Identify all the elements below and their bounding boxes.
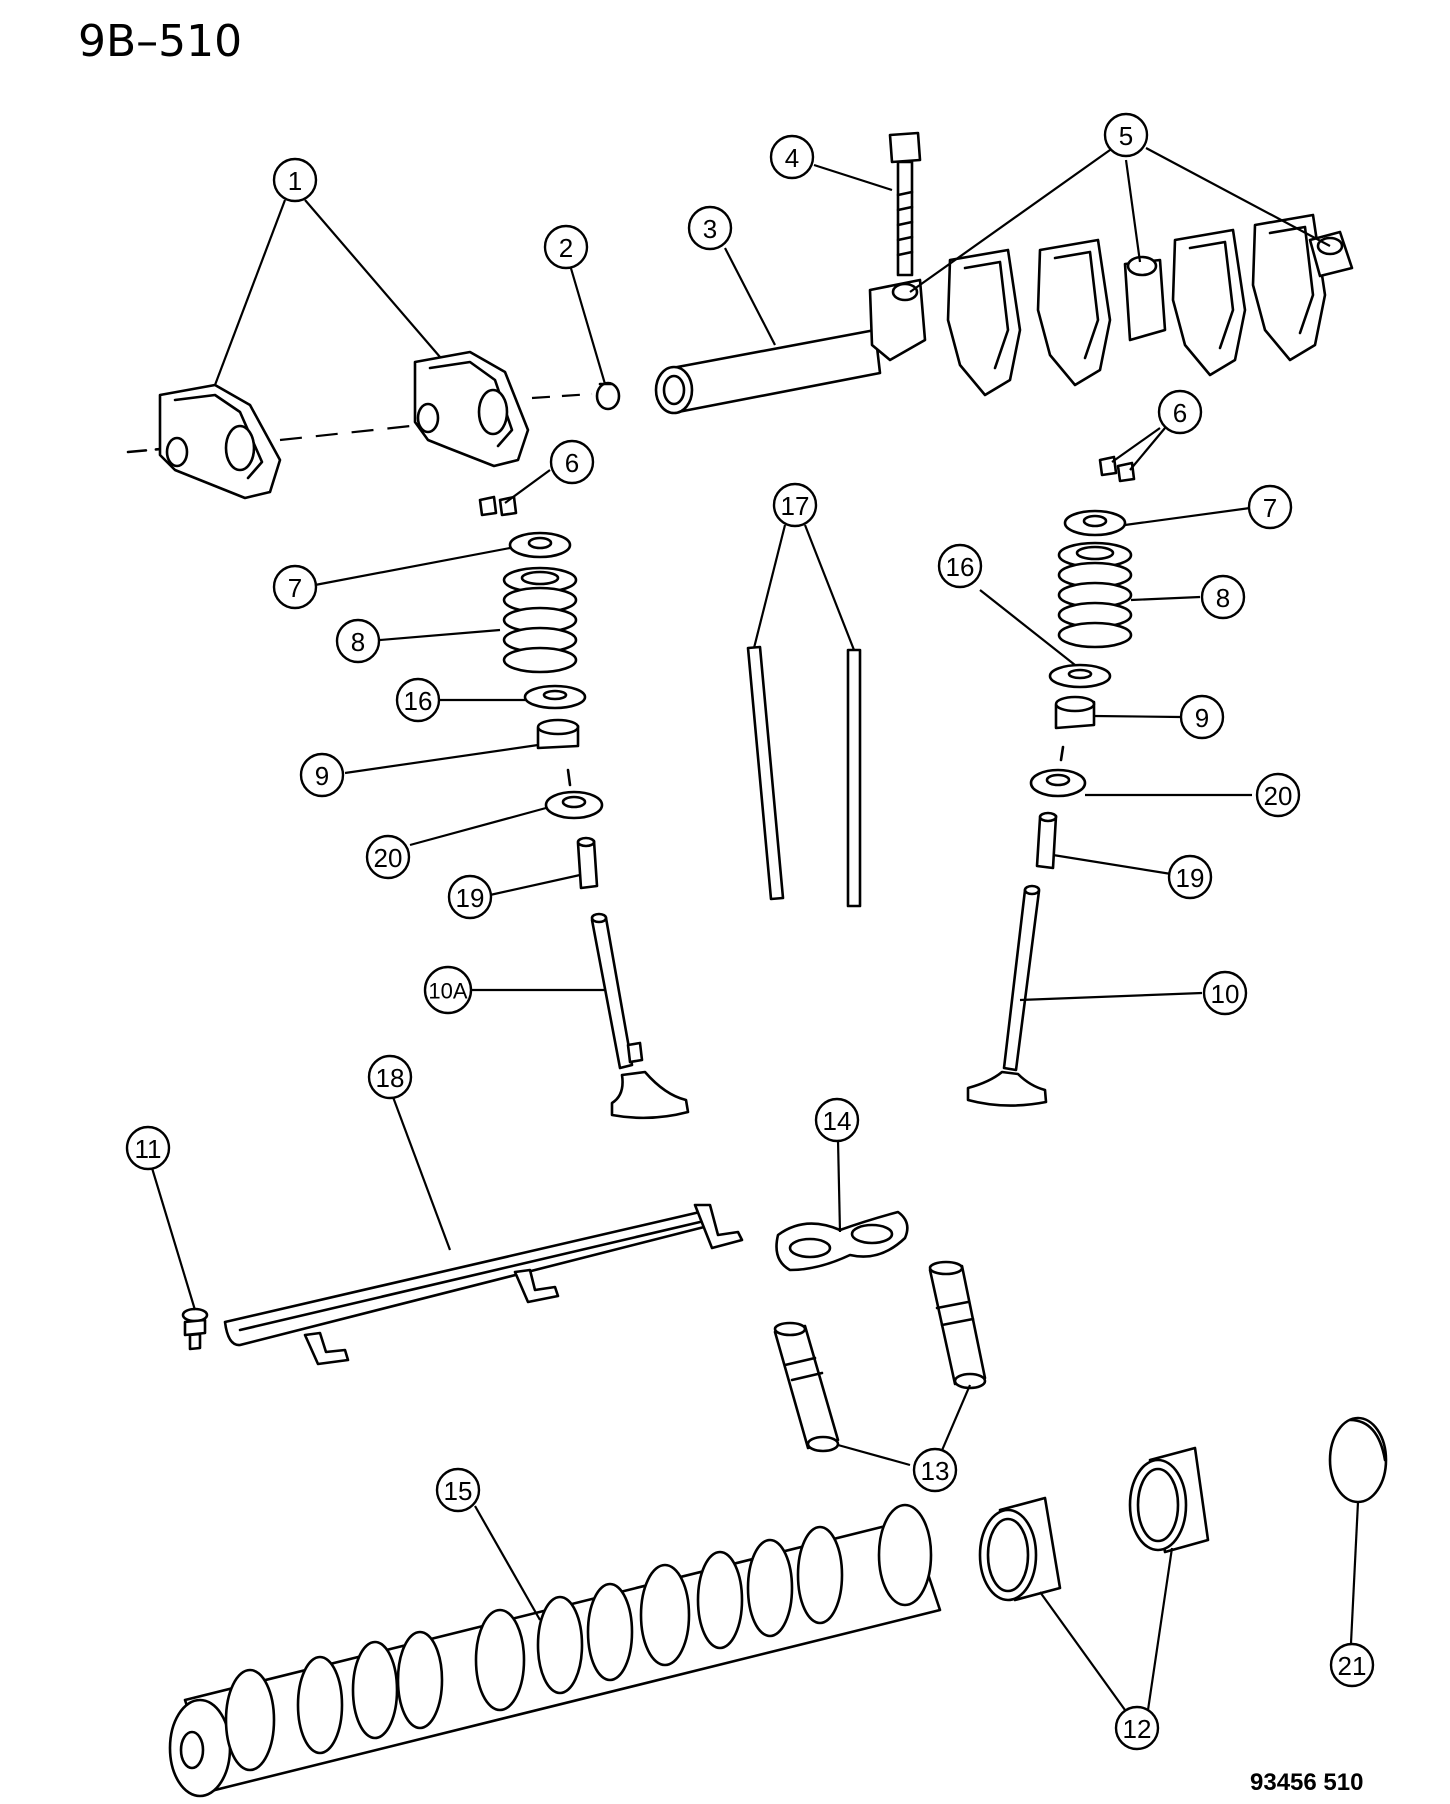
callout-7-left: 7 [272, 564, 318, 610]
part-yoke-link [775, 1210, 909, 1272]
svg-text:20: 20 [374, 843, 403, 873]
callout-15: 15 [435, 1467, 481, 1513]
part-rocker-arm-left [126, 383, 282, 500]
part-push-rods [746, 645, 862, 908]
callout-4: 4 [769, 134, 815, 180]
part-valve-locks-left [478, 495, 518, 517]
svg-text:10A: 10A [428, 979, 467, 1004]
part-valve-seal-right [1054, 695, 1096, 730]
part-core-plug [1328, 1416, 1388, 1504]
callout-19-right: 19 [1167, 854, 1213, 900]
svg-text:15: 15 [444, 1476, 473, 1506]
part-shield-right [1029, 768, 1087, 798]
part-valve-seal-left [536, 718, 580, 750]
callout-2: 2 [543, 224, 589, 270]
svg-text:11: 11 [135, 1134, 162, 1164]
callout-10: 10 [1202, 970, 1248, 1016]
callout-17: 17 [772, 482, 818, 528]
svg-text:19: 19 [456, 883, 485, 913]
callout-10a: 10A [423, 965, 473, 1015]
svg-text:19: 19 [1176, 863, 1205, 893]
svg-text:3: 3 [703, 214, 717, 244]
svg-text:8: 8 [351, 627, 365, 657]
svg-text:4: 4 [785, 143, 799, 173]
callout-11: 11 [125, 1125, 171, 1171]
svg-text:2: 2 [559, 233, 573, 263]
callout-6-right: 6 [1157, 389, 1203, 435]
rocker-axis-line [279, 423, 421, 442]
page-id: 9B–510 [78, 16, 242, 67]
callout-13: 13 [912, 1447, 958, 1493]
part-spacer [595, 381, 621, 411]
svg-text:17: 17 [781, 491, 810, 521]
part-retainer-yoke [223, 1203, 744, 1366]
callout-20-right: 20 [1255, 772, 1301, 818]
callout-14: 14 [814, 1097, 860, 1143]
valve-stem-tip-left [566, 768, 572, 787]
svg-text:21: 21 [1338, 1651, 1367, 1681]
part-valve-spring-left [502, 566, 578, 674]
part-valve-guide-insert-right [1035, 811, 1058, 870]
svg-text:5: 5 [1119, 121, 1133, 151]
svg-text:6: 6 [565, 448, 579, 478]
part-cam-bearing-front [978, 1496, 1062, 1602]
part-retainer-bolt [181, 1307, 209, 1351]
callout-7-right: 7 [1247, 484, 1293, 530]
svg-text:10: 10 [1211, 979, 1240, 1009]
svg-text:7: 7 [1263, 493, 1277, 523]
callout-5: 5 [1103, 112, 1149, 158]
callout-18: 18 [367, 1054, 413, 1100]
part-spring-retainer-right [1063, 509, 1127, 537]
svg-text:1: 1 [288, 166, 302, 196]
svg-text:16: 16 [404, 686, 433, 716]
svg-text:14: 14 [823, 1106, 852, 1136]
part-valve-guide-insert-left [576, 836, 599, 890]
callout-12: 12 [1114, 1705, 1160, 1751]
part-intake-valve [590, 912, 690, 1120]
callout-6-left: 6 [549, 439, 595, 485]
part-spring-seat-right [1048, 663, 1112, 689]
svg-text:9: 9 [1195, 703, 1209, 733]
callout-9-right: 9 [1179, 694, 1225, 740]
callout-9-left: 9 [299, 752, 345, 798]
svg-text:12: 12 [1123, 1714, 1152, 1744]
part-valve-spring-right [1057, 541, 1133, 649]
part-spring-retainer-left [508, 531, 572, 559]
part-valve-locks-right [1098, 455, 1136, 483]
part-exhaust-valve [966, 884, 1048, 1107]
figure-code: 93456 510 [1250, 1769, 1363, 1796]
part-cam-bearing-rear [1128, 1446, 1210, 1554]
svg-text:8: 8 [1216, 583, 1230, 613]
svg-text:13: 13 [921, 1456, 950, 1486]
callout-8-left: 8 [335, 618, 381, 664]
svg-text:18: 18 [376, 1063, 405, 1093]
svg-text:20: 20 [1264, 781, 1293, 811]
callout-21: 21 [1329, 1642, 1375, 1688]
valve-stem-tip-right [1059, 745, 1065, 762]
svg-text:16: 16 [946, 552, 975, 582]
svg-text:7: 7 [288, 573, 302, 603]
part-bolt [888, 131, 922, 277]
part-lifter-left [773, 1321, 840, 1453]
part-rocker-shaft-assembly [654, 213, 1354, 415]
part-camshaft [168, 1503, 942, 1798]
shaft-axis-line [531, 392, 593, 400]
svg-text:9: 9 [315, 761, 329, 791]
part-lifter-right [928, 1260, 987, 1390]
callout-16-right: 16 [937, 543, 983, 589]
callout-16-left: 16 [395, 677, 441, 723]
svg-text:6: 6 [1173, 398, 1187, 428]
callout-8-right: 8 [1200, 574, 1246, 620]
callout-20-left: 20 [365, 834, 411, 880]
leader-lines [150, 147, 1360, 1711]
callout-1: 1 [272, 157, 318, 203]
callout-3: 3 [687, 205, 733, 251]
part-shield-left [544, 790, 604, 820]
part-rocker-arm-right [413, 350, 530, 468]
callout-19-left: 19 [447, 874, 493, 920]
part-spring-seat-left [523, 684, 587, 710]
